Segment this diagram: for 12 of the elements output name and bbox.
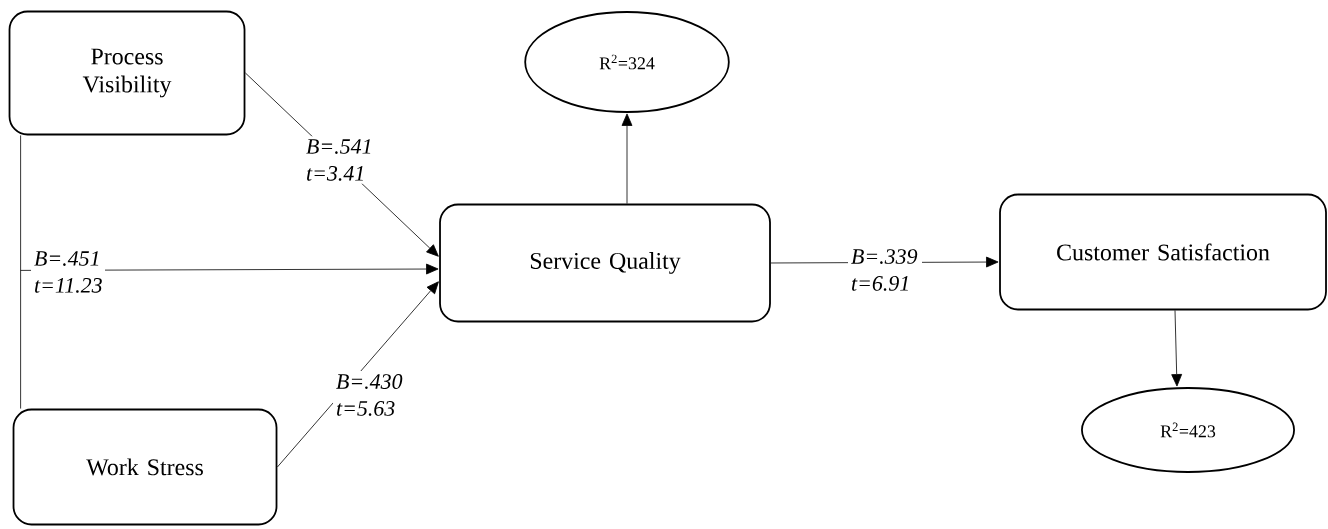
arrow	[1171, 310, 1183, 387]
edge-label: B=.451 t=11.23	[34, 251, 102, 293]
edge-label: B=.541 t=3.41	[306, 139, 371, 181]
arrow	[621, 113, 633, 204]
variable-box: Customer Satisfaction	[999, 193, 1327, 311]
arrow	[277, 281, 439, 468]
variable-box: Work Stress	[12, 408, 278, 526]
edge-label: B=.339 t=6.91	[851, 249, 918, 291]
variable-box: Service Quality	[439, 203, 771, 323]
variable-box: Process Visibility	[8, 10, 246, 136]
arrow	[20, 135, 439, 409]
edge-label: B=.430 t=5.63	[336, 374, 403, 416]
